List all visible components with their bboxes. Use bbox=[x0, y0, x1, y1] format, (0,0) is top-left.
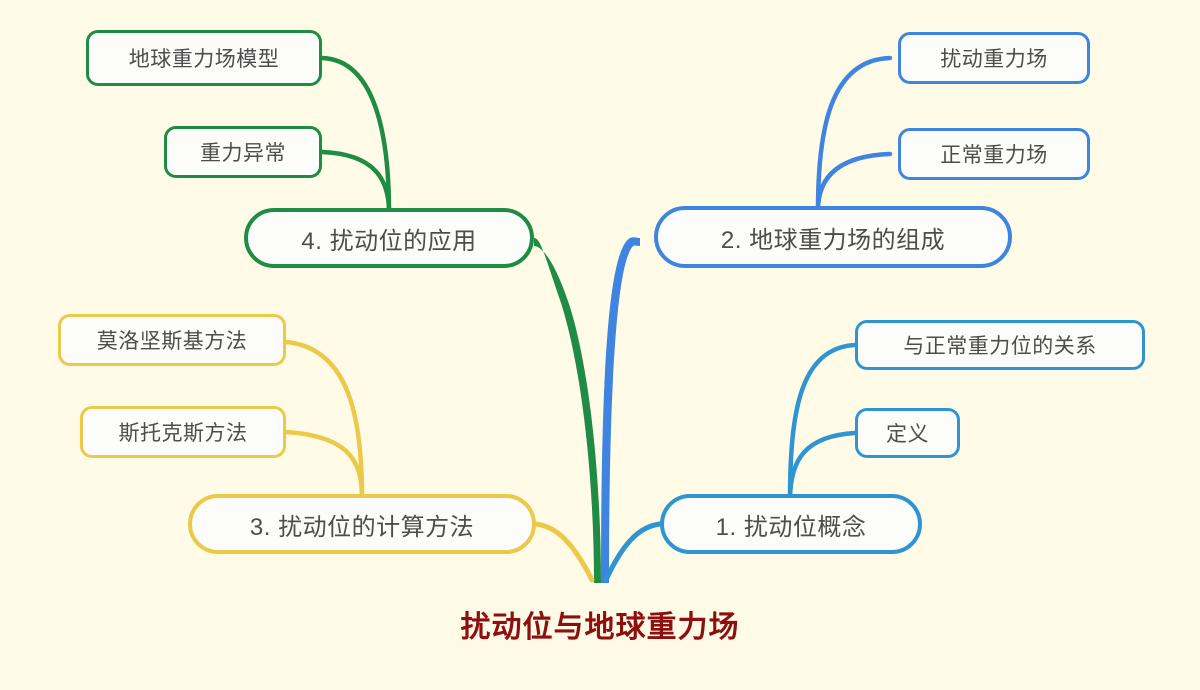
node-branch-1-child-1[interactable]: 与正常重力位的关系 bbox=[855, 320, 1145, 370]
node-branch-3[interactable]: 3. 扰动位的计算方法 bbox=[188, 494, 536, 554]
node-label: 正常重力场 bbox=[940, 144, 1048, 167]
node-label: 3. 扰动位的计算方法 bbox=[249, 513, 475, 541]
root-title-label: 扰动位与地球重力场 bbox=[460, 611, 740, 644]
node-branch-2-child-1[interactable]: 扰动重力场 bbox=[898, 32, 1090, 84]
edge-branch-1-to-child-1 bbox=[787, 342, 858, 503]
edge-branch-3-to-child-2 bbox=[283, 429, 365, 501]
node-branch-4-child-1[interactable]: 地球重力场模型 bbox=[86, 30, 322, 86]
node-label: 地球重力场模型 bbox=[128, 48, 280, 71]
node-label: 斯托克斯方法 bbox=[118, 422, 248, 445]
edge-branch-4-to-child-1 bbox=[319, 55, 392, 215]
node-label: 1. 扰动位概念 bbox=[715, 513, 867, 541]
node-branch-3-child-1[interactable]: 莫洛坚斯基方法 bbox=[58, 314, 286, 366]
node-branch-2-child-2[interactable]: 正常重力场 bbox=[898, 128, 1090, 180]
node-label: 4. 扰动位的应用 bbox=[301, 227, 477, 255]
edge-branch-1-to-child-2 bbox=[787, 430, 858, 503]
edge-root-to-branch-2 bbox=[601, 237, 640, 583]
node-label: 定义 bbox=[886, 423, 929, 446]
node-branch-1-child-2[interactable]: 定义 bbox=[855, 408, 960, 458]
edge-branch-4-to-child-2 bbox=[319, 149, 392, 215]
edge-root-to-branch-3 bbox=[533, 521, 595, 583]
node-branch-4[interactable]: 4. 扰动位的应用 bbox=[244, 208, 534, 268]
edge-branch-2-to-child-2 bbox=[815, 151, 893, 213]
edge-branch-2-to-child-1 bbox=[815, 55, 893, 213]
node-label: 与正常重力位的关系 bbox=[903, 335, 1097, 358]
node-branch-3-child-2[interactable]: 斯托克斯方法 bbox=[80, 406, 286, 458]
node-branch-2[interactable]: 2. 地球重力场的组成 bbox=[654, 206, 1012, 268]
node-label: 2. 地球重力场的组成 bbox=[720, 226, 946, 254]
node-branch-4-child-2[interactable]: 重力异常 bbox=[164, 126, 322, 178]
node-label: 莫洛坚斯基方法 bbox=[96, 330, 248, 353]
edge-root-to-branch-4 bbox=[534, 238, 601, 583]
edge-root-to-branch-1 bbox=[603, 521, 663, 583]
node-label: 扰动重力场 bbox=[940, 48, 1048, 71]
node-branch-1[interactable]: 1. 扰动位概念 bbox=[660, 494, 922, 554]
edge-branch-3-to-child-1 bbox=[283, 339, 365, 501]
root-title[interactable]: 扰动位与地球重力场 bbox=[0, 602, 1200, 646]
node-label: 重力异常 bbox=[200, 142, 286, 165]
